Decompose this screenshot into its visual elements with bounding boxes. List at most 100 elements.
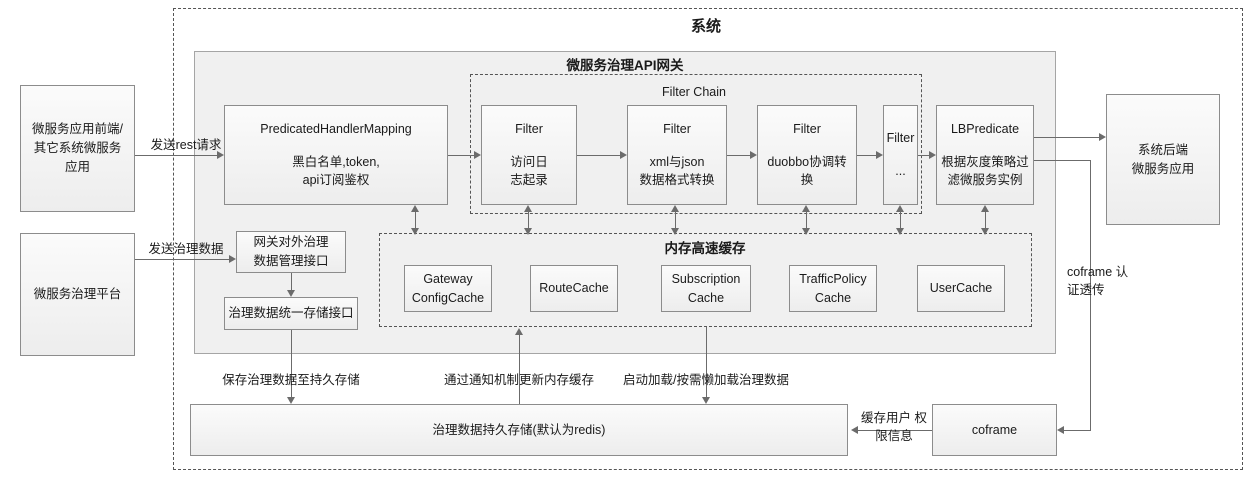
conn-filter2-to-filter3-arrow	[750, 151, 757, 159]
api-gateway-panel-title: 微服务治理API网关	[566, 58, 684, 73]
edge-label-coframe-auth-line2: 认证透传	[1067, 265, 1129, 298]
cache-4-line1: UserCache	[929, 281, 993, 296]
persistent-store-label: 治理数据持久存储(默认为redis)	[432, 422, 606, 437]
subscription-cache-box[interactable]: Subscription Cache	[661, 265, 751, 312]
filter-1-line2: 志起录	[510, 173, 548, 188]
conn-filter4-cache-arrow-up	[896, 205, 904, 212]
filter-chain-container	[470, 74, 922, 214]
conn-filter4-to-lbpredicate-arrow	[929, 151, 936, 159]
memory-cache-title: 内存高速缓存	[664, 241, 746, 256]
conn-filter2-cache-arrow-down	[671, 228, 679, 235]
filter-3-line1: duobbo协调转	[767, 154, 847, 169]
edge-label-coframe-auth: coframe 认证透传	[1067, 263, 1137, 299]
conn-filter1-to-filter2	[577, 155, 620, 156]
filter-4-line1: ...	[895, 164, 906, 178]
gateway-mgmt-line2: 数据管理接口	[253, 254, 329, 268]
cache-0-line1: Gateway	[423, 271, 473, 286]
conn-phm-cache-arrow-up	[411, 205, 419, 212]
conn-frontend-to-phm-arrow	[217, 151, 224, 159]
cache-2-line2: Cache	[687, 290, 725, 305]
gateway-mgmt-interface-box[interactable]: 网关对外治理 数据管理接口	[236, 231, 346, 273]
conn-filter4-cache-arrow-down	[896, 228, 904, 235]
governance-platform-label: 微服务治理平台	[33, 287, 122, 302]
conn-unified-to-store-arrow	[287, 397, 295, 404]
conn-lbpredicate-to-backend-arrow	[1099, 133, 1106, 141]
gateway-mgmt-line1: 网关对外治理	[253, 235, 329, 250]
memory-cache-container	[379, 233, 1032, 327]
conn-lbpredicate-to-coframe-h1	[1034, 160, 1091, 161]
edge-label-save-to-persistent: 保存治理数据至持久存储	[222, 373, 360, 387]
backend-app-line1: 系统后端	[1137, 142, 1188, 157]
filter-2-title: Filter	[663, 121, 691, 136]
gateway-config-cache-box[interactable]: Gateway ConfigCache	[404, 265, 492, 312]
conn-phm-cache-v	[415, 209, 416, 231]
persistent-store-box[interactable]: 治理数据持久存储(默认为redis)	[190, 404, 848, 456]
filter-2-line1: xml与json	[649, 154, 705, 169]
conn-filter2-cache-arrow-up	[671, 205, 679, 212]
conn-unified-to-store-v	[291, 330, 292, 397]
filter-box-4[interactable]: Filter ...	[883, 105, 918, 205]
traffic-policy-cache-box[interactable]: TrafficPolicy Cache	[789, 265, 877, 312]
conn-filter4-cache-v	[900, 209, 901, 231]
cache-2-line1: Subscription	[671, 271, 741, 286]
conn-filter3-cache-v	[806, 209, 807, 231]
cache-1-line1: RouteCache	[539, 281, 609, 296]
edge-label-startup-lazy-load: 启动加载/按需懒加载治理数据	[623, 373, 789, 387]
conn-lbpredicate-to-coframe-v	[1090, 160, 1091, 430]
unified-storage-interface-box[interactable]: 治理数据统一存储接口	[224, 297, 358, 330]
conn-coframe-to-store-arrow	[851, 426, 858, 434]
conn-phm-cache-arrow-down	[411, 228, 419, 235]
phm-line2: api订阅鉴权	[302, 173, 370, 188]
edge-label-cache-user-perm-line2: 权限信息	[875, 411, 927, 444]
conn-platform-to-mgmt	[135, 259, 229, 260]
filter-2-line2: 数据格式转换	[639, 173, 715, 188]
system-boundary	[173, 8, 1243, 470]
conn-mgmt-to-unified-arrow	[287, 290, 295, 297]
filter-box-1[interactable]: Filter 访问日 志起录	[481, 105, 577, 205]
conn-cache-to-store-v	[706, 327, 707, 397]
conn-store-to-cache-arrow	[515, 328, 523, 335]
coframe-box[interactable]: coframe	[932, 404, 1057, 456]
lb-predicate-line2: 滤微服务实例	[947, 173, 1023, 188]
cache-3-line2: Cache	[814, 290, 852, 305]
frontend-app-line2: 其它系统微服务	[33, 141, 122, 156]
conn-phm-to-filter1	[448, 155, 474, 156]
unified-storage-label: 治理数据统一存储接口	[228, 306, 354, 321]
phm-title: PredicatedHandlerMapping	[260, 121, 412, 136]
edge-label-send-governance-data: 发送治理数据	[148, 242, 224, 256]
conn-lbpredicate-cache-arrow-up	[981, 205, 989, 212]
conn-filter2-cache-v	[675, 209, 676, 231]
phm-line1: 黑白名单,token,	[292, 154, 380, 169]
filter-1-line1: 访问日	[510, 154, 548, 169]
filter-box-2[interactable]: Filter xml与json 数据格式转换	[627, 105, 727, 205]
predicated-handler-mapping-box[interactable]: PredicatedHandlerMapping 黑白名单,token, api…	[224, 105, 448, 205]
conn-phm-to-filter1-arrow	[474, 151, 481, 159]
conn-frontend-to-phm	[135, 155, 217, 156]
route-cache-box[interactable]: RouteCache	[530, 265, 618, 312]
conn-filter1-to-filter2-arrow	[620, 151, 627, 159]
system-title: 系统	[690, 18, 722, 35]
frontend-app-line3: 应用	[64, 159, 90, 174]
frontend-app-box[interactable]: 微服务应用前端/ 其它系统微服务 应用	[20, 85, 135, 212]
conn-cache-to-store-arrow	[702, 397, 710, 404]
edge-label-coframe-auth-line1: coframe	[1067, 265, 1113, 279]
lb-predicate-box[interactable]: LBPredicate 根据灰度策略过 滤微服务实例	[936, 105, 1034, 205]
conn-coframe-to-store	[858, 430, 932, 431]
conn-lbpredicate-to-coframe-h2	[1064, 430, 1091, 431]
conn-filter2-to-filter3	[727, 155, 750, 156]
conn-filter1-cache-arrow-up	[524, 205, 532, 212]
conn-filter3-to-filter4-arrow	[876, 151, 883, 159]
conn-filter1-cache-v	[528, 209, 529, 231]
conn-lbpredicate-cache-arrow-down	[981, 228, 989, 235]
filter-box-3[interactable]: Filter duobbo协调转 换	[757, 105, 857, 205]
conn-mgmt-to-unified-v	[291, 273, 292, 290]
filter-3-line2: 换	[800, 173, 814, 188]
user-cache-box[interactable]: UserCache	[917, 265, 1005, 312]
lb-predicate-line1: 根据灰度策略过	[941, 154, 1029, 169]
governance-platform-box[interactable]: 微服务治理平台	[20, 233, 135, 356]
conn-platform-to-mgmt-arrow	[229, 255, 236, 263]
backend-app-box[interactable]: 系统后端 微服务应用	[1106, 94, 1220, 225]
coframe-label: coframe	[971, 422, 1018, 437]
edge-label-cache-user-perm: 缓存用户 权限信息	[858, 409, 930, 445]
edge-label-send-rest-request: 发送rest请求	[150, 138, 222, 152]
